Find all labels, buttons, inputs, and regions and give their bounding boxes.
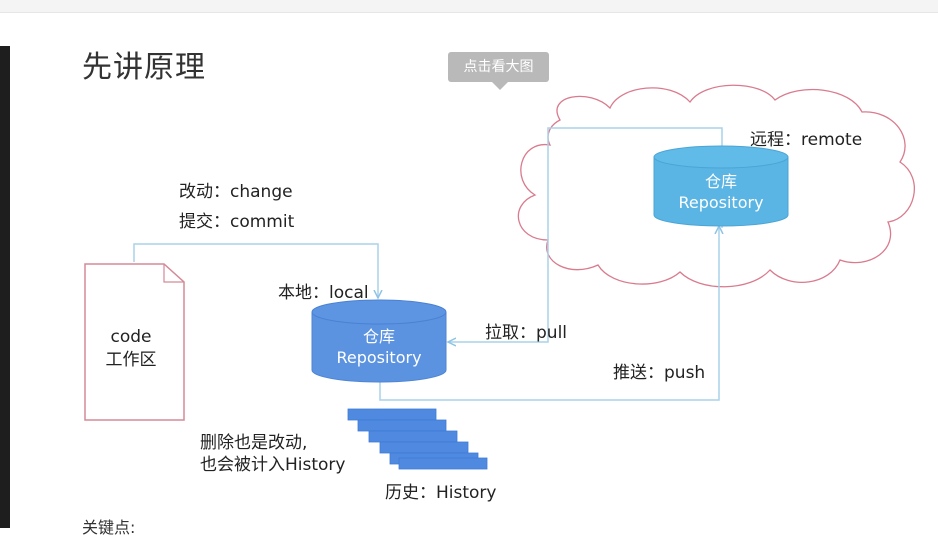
- history-label: 历史：History: [385, 483, 497, 503]
- commit-label: 提交：commit: [179, 212, 295, 232]
- left-edge-panel: [0, 46, 10, 528]
- remote-repository-cylinder: [653, 145, 789, 227]
- page-title: 先讲原理: [82, 50, 206, 85]
- workspace-label-line1: code: [110, 327, 152, 347]
- delete-note-line2: 也会被计入History: [200, 455, 346, 475]
- remote-label: 远程：remote: [750, 130, 863, 150]
- document-fold-icon: [163, 264, 184, 283]
- local-repository-line2: Repository: [336, 348, 422, 367]
- key-points-heading: 关键点:: [82, 518, 136, 537]
- view-large-image-tooltip[interactable]: 点击看大图: [448, 52, 549, 82]
- top-bar: [0, 0, 938, 13]
- change-label: 改动：change: [179, 182, 293, 202]
- workspace-label: code 工作区: [86, 326, 176, 372]
- push-label: 推送：push: [613, 363, 706, 383]
- local-repository-label: 仓库 Repository: [312, 326, 446, 368]
- remote-repository-line1: 仓库: [704, 172, 737, 191]
- remote-repository-line2: Repository: [678, 193, 764, 212]
- pull-label: 拉取：pull: [485, 323, 568, 343]
- remote-repository-label: 仓库 Repository: [654, 171, 788, 213]
- history-stack-icon: [347, 408, 488, 470]
- tooltip-arrow: [492, 82, 508, 90]
- local-repository-cylinder: [311, 299, 447, 383]
- workspace-label-line2: 工作区: [105, 350, 157, 370]
- local-repository-line1: 仓库: [362, 327, 395, 346]
- workspace-document-shape: [84, 263, 185, 421]
- delete-note-line1: 删除也是改动,: [200, 433, 308, 453]
- push-connector: [379, 226, 719, 401]
- commit-connector: [133, 243, 378, 298]
- local-label: 本地：local: [278, 283, 369, 303]
